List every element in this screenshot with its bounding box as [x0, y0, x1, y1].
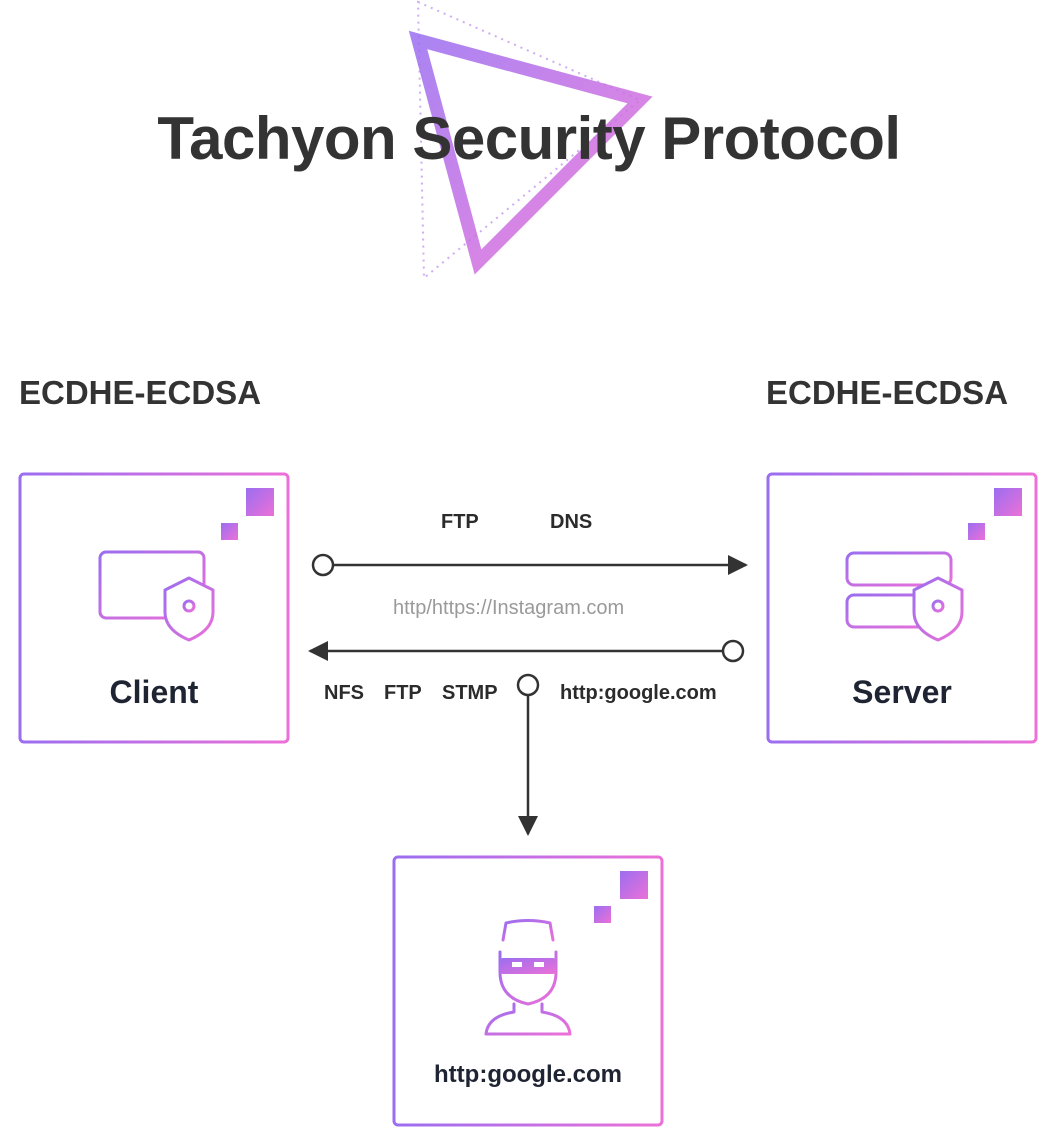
protocol-label: DNS	[550, 511, 593, 533]
attacker-label: http:google.com	[434, 1061, 622, 1088]
corner-square-icon	[620, 871, 648, 899]
protocol-label: FTP	[384, 682, 422, 704]
logo-triangle-icon	[408, 0, 653, 281]
server-shield-icon	[845, 551, 964, 642]
attacker-box	[392, 855, 664, 1127]
interception-arrow	[516, 673, 540, 836]
bottom-url-label: http:google.com	[560, 682, 717, 704]
right-cipher-label: ECDHE-ECDSA	[766, 374, 1009, 411]
server-label: Server	[852, 674, 952, 710]
server-to-client-arrow	[308, 639, 745, 663]
client-label: Client	[109, 674, 199, 710]
corner-square-icon	[994, 488, 1022, 516]
page-title: Tachyon Security Protocol	[157, 105, 901, 172]
protocol-label: NFS	[324, 682, 364, 704]
spy-icon	[484, 919, 572, 1036]
corner-square-icon	[594, 906, 611, 923]
server-box	[766, 472, 1038, 744]
corner-square-icon	[968, 523, 985, 540]
protocol-label: FTP	[441, 511, 479, 533]
middle-url-label: http/https://Instagram.com	[393, 597, 625, 619]
client-box	[18, 472, 290, 744]
left-cipher-label: ECDHE-ECDSA	[19, 374, 262, 411]
corner-square-icon	[246, 488, 274, 516]
client-to-server-arrow	[311, 553, 748, 577]
protocol-label: STMP	[442, 682, 498, 704]
monitor-shield-icon	[98, 550, 215, 642]
corner-square-icon	[221, 523, 238, 540]
